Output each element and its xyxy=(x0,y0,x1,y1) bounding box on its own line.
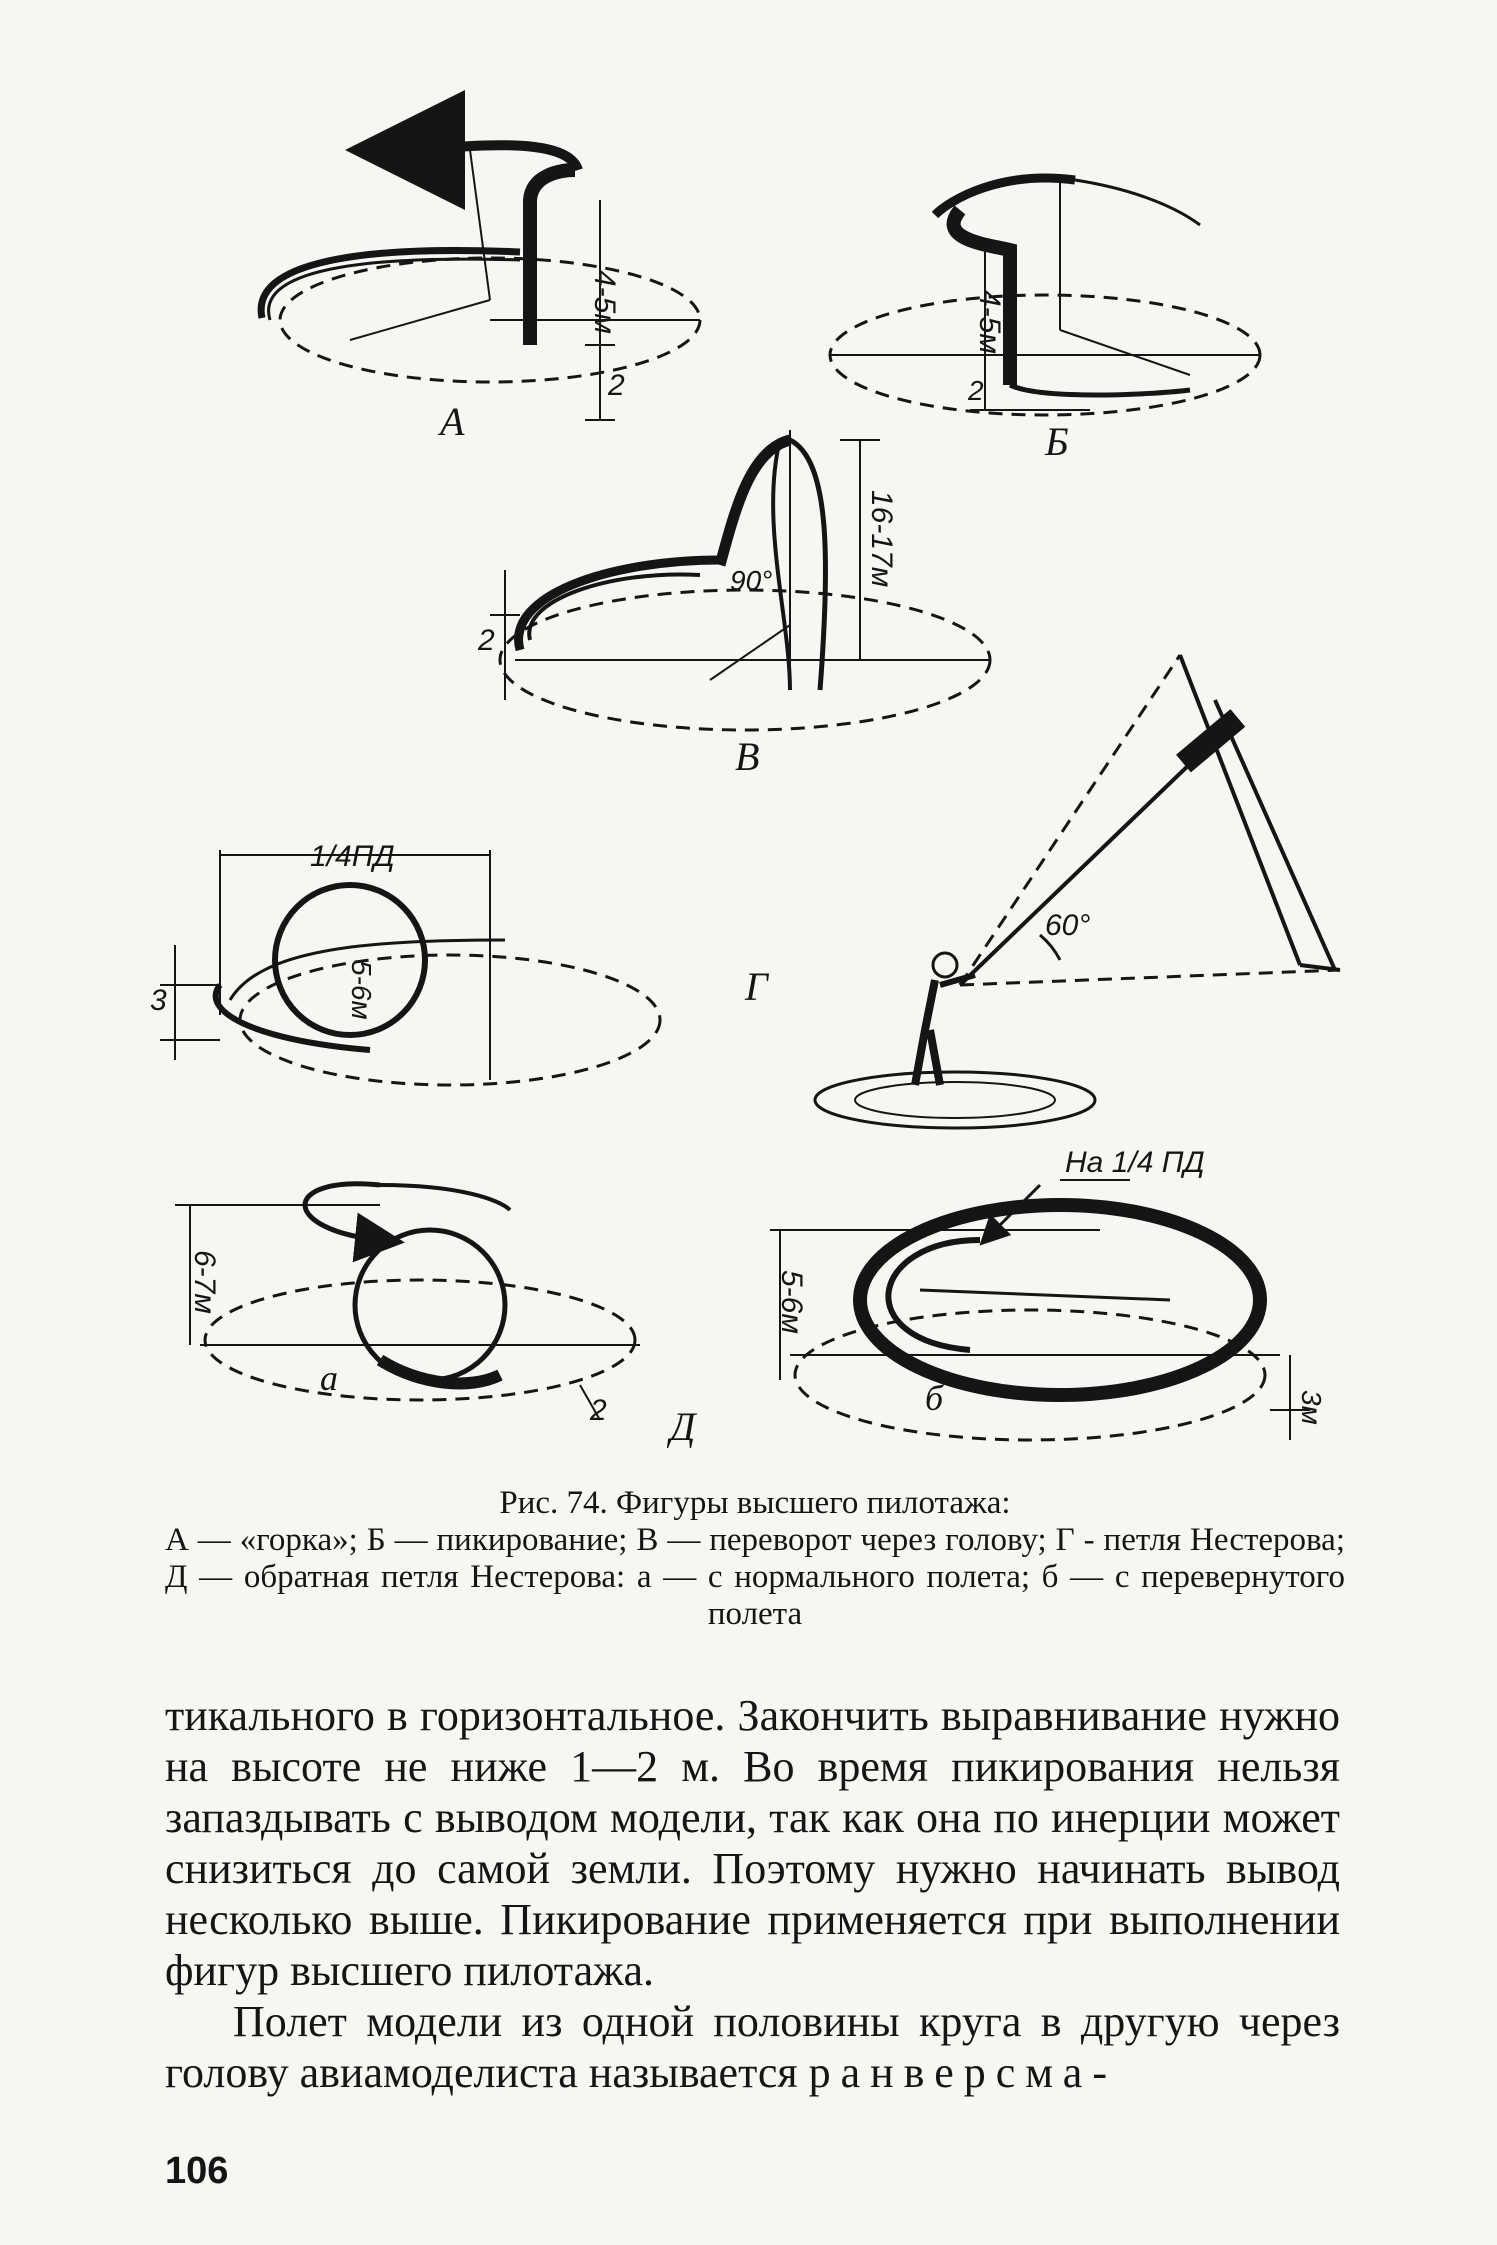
g-loop-label: 5-6м xyxy=(346,960,377,1020)
paragraph-2-text: Полет модели из одной половины круга в д… xyxy=(165,1997,1340,2097)
label-g: Г xyxy=(744,964,770,1009)
label-d: Д xyxy=(666,1404,698,1449)
paragraph-2: Полет модели из одной половины круга в д… xyxy=(165,1996,1340,2098)
caption-title: Рис. 74. Фигуры высшего пилотажа: xyxy=(499,1485,1011,1521)
label-db: б xyxy=(925,1378,945,1418)
figure-b xyxy=(828,173,1262,417)
figure-74: 4-5м 2 А 4-5м 2 Б 90° 16-17м 2 В xyxy=(150,90,1341,1449)
label-b: Б xyxy=(1044,419,1069,464)
caption-body: А — «горка»; Б — пикирование; В — перево… xyxy=(165,1522,1345,1632)
paragraph-1: тикального в горизонтальное. Закончить в… xyxy=(165,1691,1340,1995)
body-text: тикального в горизонтальное. Закончить в… xyxy=(165,1690,1340,2098)
v-height-label: 16-17м xyxy=(865,490,898,587)
db-height-label: 5-6м xyxy=(775,1270,808,1334)
v-ground-label: 2 xyxy=(477,624,495,657)
b-ground-label: 2 xyxy=(967,375,984,406)
figure-a xyxy=(257,90,702,421)
g-ground-label: 3 xyxy=(150,984,167,1017)
a-height-label: 4-5м xyxy=(588,270,621,334)
g-angle-label: 60° xyxy=(1045,909,1090,942)
figure-v xyxy=(490,430,992,732)
figure-caption: Рис. 74. Фигуры высшего пилотажа: А — «г… xyxy=(165,1485,1345,1633)
modeler-illustration xyxy=(813,654,1341,1130)
figure-d-a xyxy=(175,1181,640,1421)
db-ground-label: 3м xyxy=(1296,1390,1327,1425)
da-height-label: 6-7м xyxy=(188,1250,221,1314)
figure-g xyxy=(160,850,662,1087)
g-quarter-label: 1/4ПД xyxy=(310,840,395,873)
label-v: В xyxy=(735,734,759,779)
page-number: 106 xyxy=(165,2150,229,2192)
figure-d-b xyxy=(770,1179,1310,1442)
v-angle-label: 90° xyxy=(730,565,772,596)
label-da: а xyxy=(320,1358,338,1398)
a-ground-label: 2 xyxy=(607,369,625,402)
da-ground-label: 2 xyxy=(589,1394,607,1427)
label-a: А xyxy=(437,399,465,444)
db-note-label: На 1/4 ПД xyxy=(1065,1146,1205,1179)
b-height-label: 4-5м xyxy=(973,290,1006,354)
paragraph-2-spaced: ранверсма- xyxy=(808,2048,1117,2097)
